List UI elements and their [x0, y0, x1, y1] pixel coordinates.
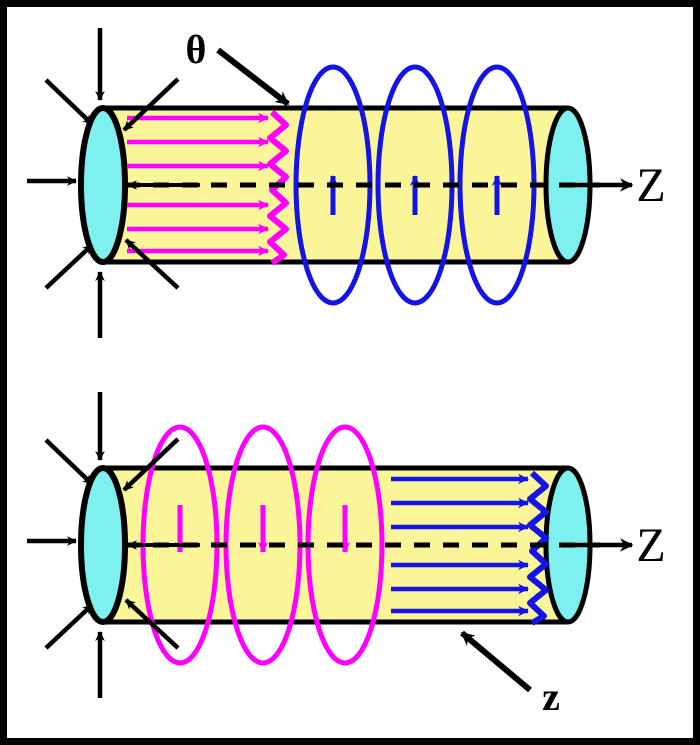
theta-pointer-arrow — [216, 47, 290, 107]
bottom-z-axis-label: Z — [636, 519, 665, 572]
top-z-axis-label: Z — [636, 159, 665, 212]
top-panel: θ Z — [27, 27, 666, 338]
z-small-label: z — [542, 674, 560, 719]
z-pointer-arrow — [460, 630, 532, 693]
bottom-blue-field-lines — [391, 473, 529, 617]
bottom-left-cap — [78, 465, 128, 625]
top-left-cap — [78, 105, 128, 265]
bottom-blue-zigzag — [527, 470, 549, 626]
top-magenta-zigzag — [267, 109, 289, 266]
bottom-converging-arrows — [27, 392, 180, 698]
top-blue-loops — [293, 64, 537, 306]
bottom-panel: Z z — [27, 392, 666, 719]
top-magenta-field-lines — [127, 112, 269, 257]
theta-label: θ — [186, 27, 207, 72]
top-converging-arrows — [27, 28, 180, 338]
